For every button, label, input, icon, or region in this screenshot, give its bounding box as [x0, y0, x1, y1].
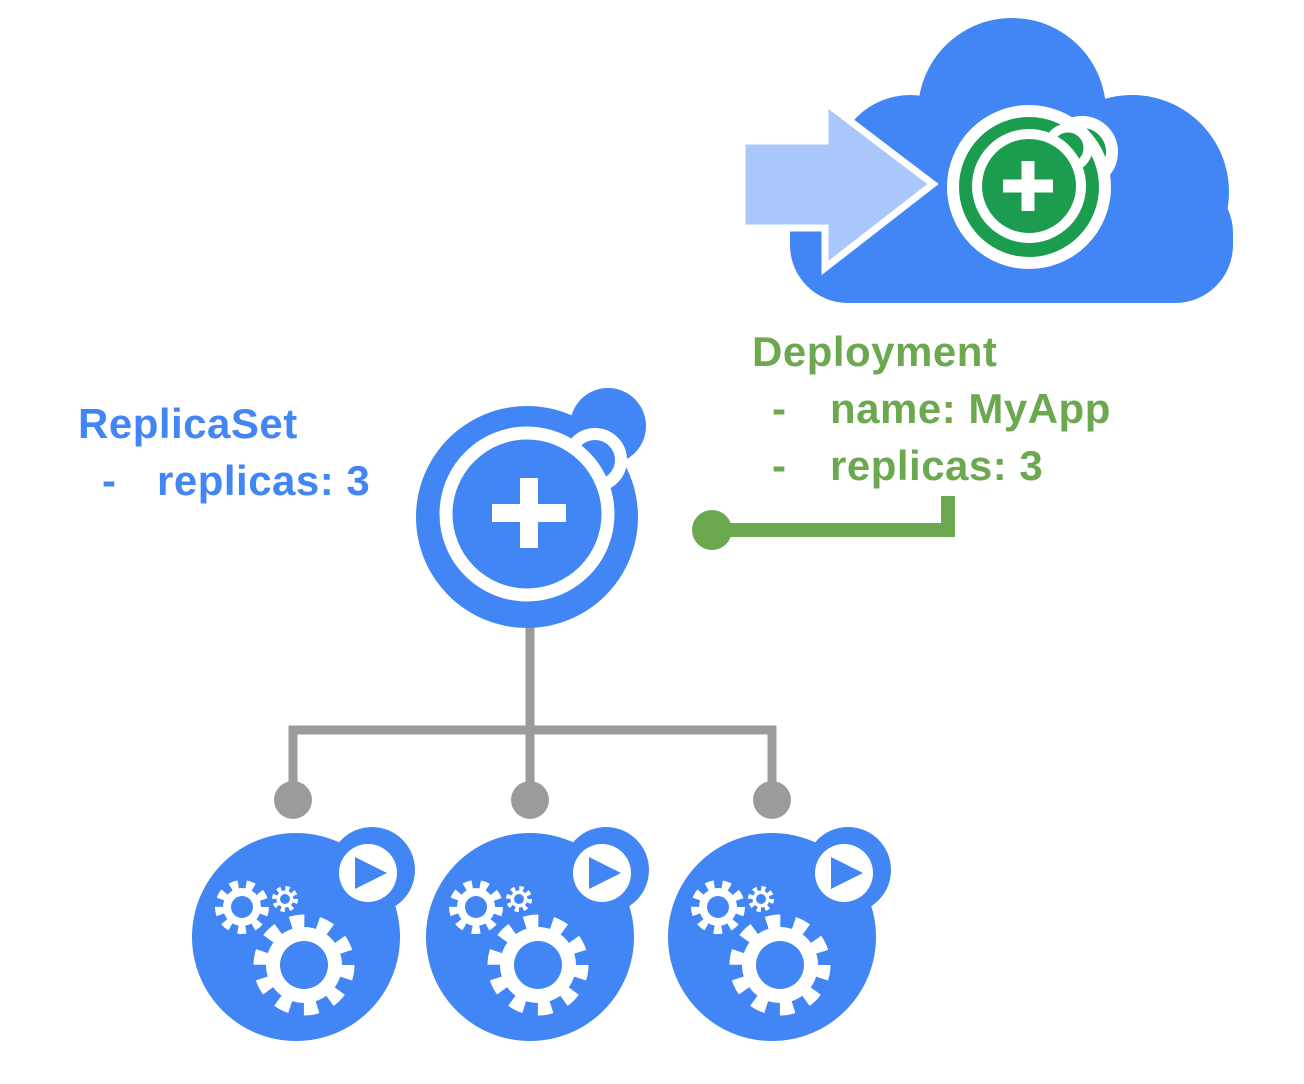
pod-icon: [426, 827, 649, 1041]
deployment-replicas-value: replicas: 3: [830, 442, 1044, 489]
deployment-connector: [692, 496, 955, 550]
replicaset-title: ReplicaSet: [78, 400, 298, 447]
replicaset-plus-badge-icon: [416, 388, 646, 628]
deployment-name-value: name: MyApp: [830, 385, 1111, 432]
bullet-dash: -: [772, 442, 787, 489]
deployment-plus-badge-icon: [947, 105, 1118, 269]
deploy-arrow-icon: [738, 94, 939, 276]
plus-icon: [520, 478, 538, 548]
bullet-dash: -: [772, 385, 787, 432]
replicaset-property: -replicas: 3: [102, 452, 370, 509]
tree-connector-dots: [274, 781, 791, 819]
deployment-property-replicas: -replicas: 3: [772, 437, 1111, 494]
deployment-label: Deployment -name: MyApp -replicas: 3: [752, 323, 1111, 494]
pod-icon: [668, 827, 891, 1041]
tree-connector-lines: [288, 605, 777, 800]
deployment-title: Deployment: [752, 328, 998, 375]
deployment-connector-dot: [692, 510, 732, 550]
pod-icon: [192, 827, 415, 1041]
plus-icon: [1021, 161, 1035, 211]
bullet-dash: -: [102, 457, 117, 504]
deployment-connector-line: [712, 496, 955, 537]
replicaset-label: ReplicaSet -replicas: 3: [78, 395, 370, 509]
replicaset-replicas-value: replicas: 3: [157, 457, 371, 504]
deployment-property-name: -name: MyApp: [772, 380, 1111, 437]
